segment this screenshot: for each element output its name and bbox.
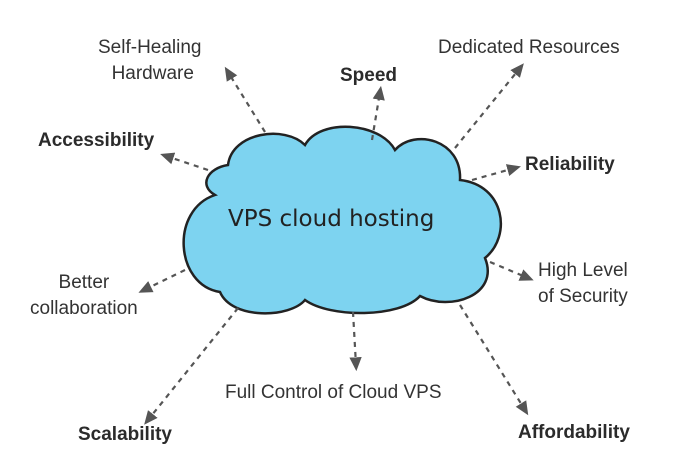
arrow-to-accessibility	[160, 152, 209, 172]
label-self-healing: Self-Healing Hardware	[98, 35, 202, 87]
arrow-to-dedicated-resources	[454, 63, 524, 149]
label-full-control: Full Control of Cloud VPS	[225, 382, 442, 403]
label-better-collaboration-line-2: collaboration	[30, 298, 138, 319]
arrow-to-speed	[370, 85, 385, 141]
cloud-shape	[182, 125, 503, 315]
arrow-to-reliability	[471, 164, 521, 182]
label-self-healing-line-1: Self-Healing	[98, 37, 202, 58]
arrow-to-scalability	[144, 307, 239, 425]
label-security: High Level of Security	[538, 258, 628, 310]
label-affordability: Affordability	[518, 422, 630, 443]
label-reliability: Reliability	[525, 154, 615, 175]
arrow-to-better-collaboration	[138, 269, 186, 293]
arrow-to-security	[489, 260, 534, 281]
label-dedicated-resources: Dedicated Resources	[438, 37, 620, 58]
label-better-collaboration: Better collaboration	[30, 270, 138, 322]
arrow-to-full-control	[349, 311, 362, 372]
arrow-to-affordability	[459, 304, 529, 416]
label-speed: Speed	[340, 65, 398, 86]
label-security-line-1: High Level	[538, 260, 628, 281]
center-label: VPS cloud hosting	[228, 206, 435, 232]
label-better-collaboration-line-1: Better	[58, 272, 110, 293]
label-accessibility: Accessibility	[38, 130, 155, 151]
arrow-to-self-healing	[224, 66, 266, 133]
arrows-group	[138, 63, 534, 425]
label-self-healing-line-2: Hardware	[111, 63, 194, 84]
label-scalability: Scalability	[78, 424, 172, 445]
label-security-line-2: of Security	[538, 286, 628, 307]
